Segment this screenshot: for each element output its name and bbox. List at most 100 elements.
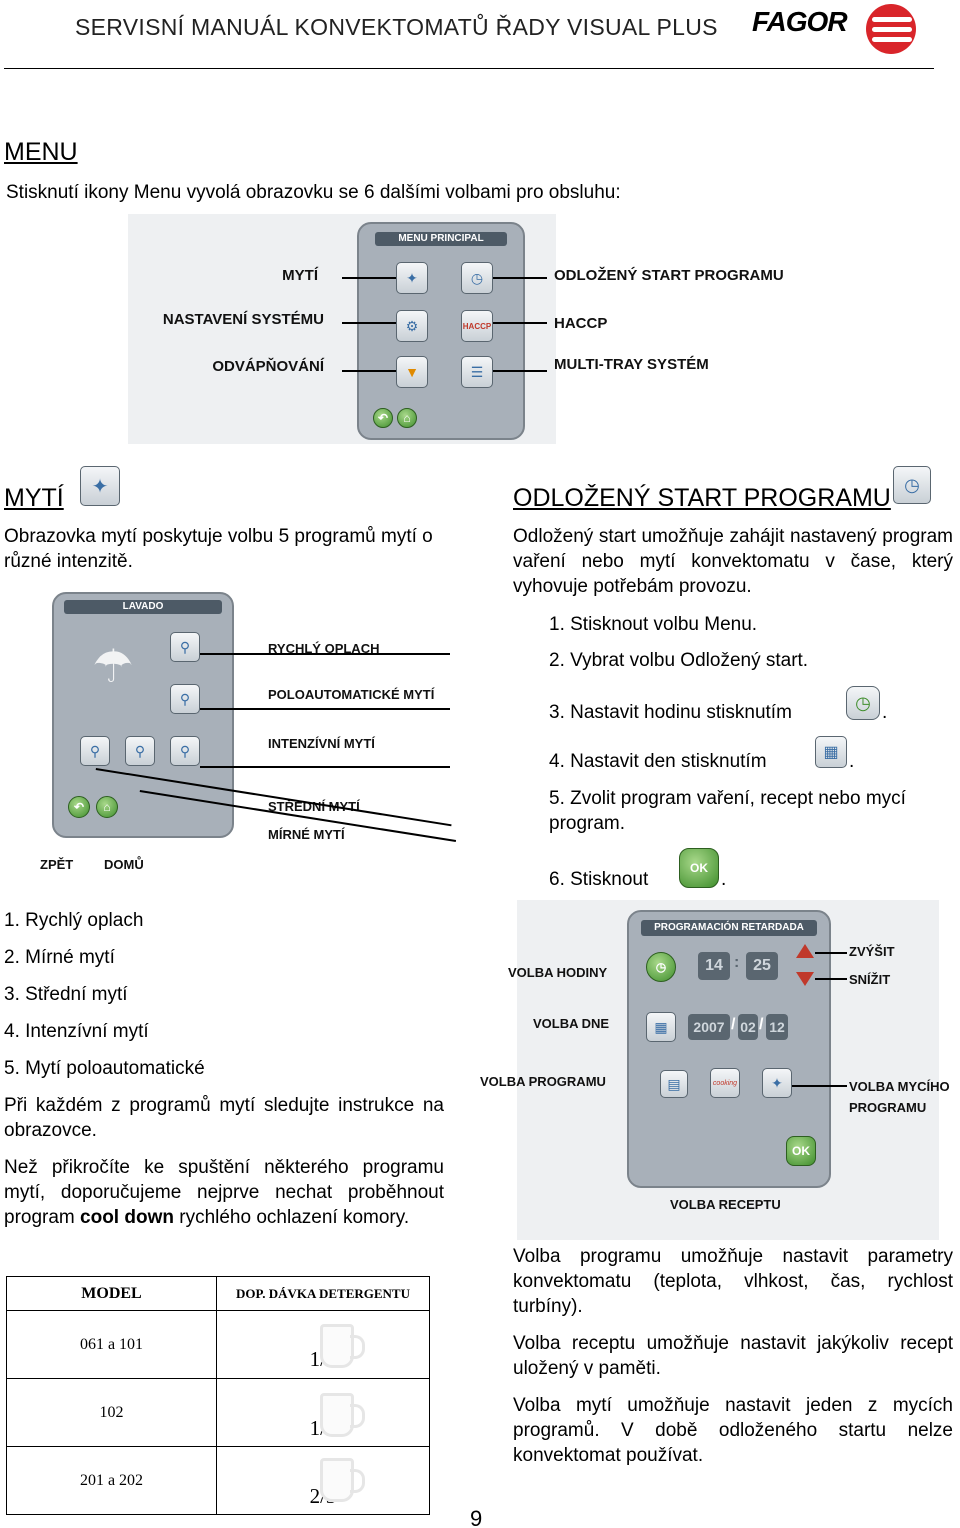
date-separator: / xyxy=(759,1016,764,1033)
system-settings-icon[interactable]: ⚙ xyxy=(396,310,428,342)
cup-icon xyxy=(320,1324,365,1368)
leader-line xyxy=(493,322,547,324)
leader-line xyxy=(200,766,450,768)
calendar-icon: ▦ xyxy=(815,736,847,768)
odlozeny-para-wash: Volba mytí umožňuje nastavit jeden z myc… xyxy=(513,1395,953,1466)
delayed-start-icon: ◷ xyxy=(893,466,931,504)
hour-display: 14 xyxy=(698,952,730,980)
myti-cooldown-note: Než přikročíte ke spuštění některého pro… xyxy=(4,1157,444,1228)
wash-screen-title: LAVADO xyxy=(64,600,222,614)
light-wash-icon[interactable]: ⚲ xyxy=(80,736,110,766)
step-item: 3. Nastavit hodinu stisknutím xyxy=(549,702,792,723)
col-dose: DOP. DÁVKA DETERGENTU xyxy=(216,1276,430,1311)
decrease-arrow-icon[interactable] xyxy=(796,972,814,986)
quick-rinse-icon[interactable]: ⚲ xyxy=(170,632,200,662)
label-haccp: HACCP xyxy=(554,315,608,332)
back-button[interactable]: ↶ xyxy=(373,408,393,428)
month-display: 02 xyxy=(738,1014,758,1040)
ok-button[interactable]: OK xyxy=(786,1136,816,1166)
label-zvysit: ZVÝŠIT xyxy=(849,944,895,959)
cup-icon xyxy=(320,1393,365,1437)
label-multi-tray: MULTI-TRAY SYSTÉM xyxy=(554,356,709,373)
step-item: 2. Vybrat volbu Odložený start. xyxy=(549,650,809,671)
label-domu: DOMŮ xyxy=(104,857,144,872)
wash-icon[interactable]: ✦ xyxy=(396,262,428,294)
label-volba-hodiny: VOLBA HODINY xyxy=(508,965,608,980)
label-rychly-oplach: RYCHLÝ OPLACH xyxy=(268,641,380,656)
step-dot: . xyxy=(849,751,855,772)
myti-heading: MYTÍ xyxy=(4,484,64,512)
header-title: SERVISNÍ MANUÁL KONVEKTOMATŮ ŘADY VISUAL… xyxy=(75,14,718,40)
label-nastaveni-systemu: NASTAVENÍ SYSTÉMU xyxy=(162,311,324,328)
menu-screen: MENU PRINCIPAL xyxy=(357,222,525,440)
shower-illustration-icon: ☂ xyxy=(92,640,134,692)
step-dot: . xyxy=(882,702,888,723)
myti-intro: Obrazovka mytí poskytuje volbu 5 program… xyxy=(4,526,433,572)
step-item: 1. Stisknout volbu Menu. xyxy=(549,614,758,635)
odlozeny-para-recipe: Volba receptu umožňuje nastavit jakýkoli… xyxy=(513,1333,953,1379)
page-number: 9 xyxy=(470,1506,483,1528)
myti-note: Při každém z programů mytí sledujte inst… xyxy=(4,1095,444,1141)
label-odlozeny-start: ODLOŽENÝ START PROGRAMU xyxy=(554,267,784,284)
intensive-wash-icon[interactable]: ⚲ xyxy=(170,736,200,766)
label-poloautomaticke-myti: POLOAUTOMATICKÉ MYTÍ xyxy=(268,687,435,702)
table-row-model: 061 a 101 xyxy=(6,1310,217,1379)
clock-icon: ◷ xyxy=(846,686,880,720)
cup-icon xyxy=(320,1458,365,1502)
leader-line xyxy=(200,708,450,710)
wash-program-select-icon[interactable]: ✦ xyxy=(762,1068,792,1098)
year-display: 2007 xyxy=(688,1014,730,1040)
leader-line xyxy=(342,277,396,279)
step-item: 6. Stisknout xyxy=(549,869,649,890)
table-row-model: 102 xyxy=(6,1378,217,1447)
leader-line xyxy=(815,952,847,954)
medium-wash-icon[interactable]: ⚲ xyxy=(125,736,155,766)
leader-line xyxy=(200,653,450,655)
wash-list-item: 4. Intenzívní mytí xyxy=(4,1021,149,1042)
label-mirne-myti: MÍRNÉ MYTÍ xyxy=(268,827,345,842)
label-snizit: SNÍŽIT xyxy=(849,972,891,987)
leader-line xyxy=(792,1085,847,1087)
multi-tray-icon[interactable]: ☰ xyxy=(461,356,493,388)
wash-icon: ✦ xyxy=(80,466,120,506)
minute-display: 25 xyxy=(746,952,778,980)
label-myti: MYTÍ xyxy=(282,267,318,284)
ok-button: OK xyxy=(679,848,719,888)
semiauto-wash-icon[interactable]: ⚲ xyxy=(170,684,200,714)
fagor-logo: FAGOR xyxy=(752,6,848,37)
increase-arrow-icon[interactable] xyxy=(796,944,814,958)
label-volba-myciho-programu: VOLBA MYCÍHO PROGRAMU xyxy=(849,1079,950,1115)
recipe-select-icon[interactable]: cooking xyxy=(710,1068,740,1098)
label-intenzivni-myti: INTENZÍVNÍ MYTÍ xyxy=(268,736,375,751)
label-stredni-myti: STŘEDNÍ MYTÍ xyxy=(268,799,360,814)
delayed-screen-title: PROGRAMACIÓN RETARDADA xyxy=(641,920,817,936)
wash-list-item: 2. Mírné mytí xyxy=(4,947,115,968)
time-separator: : xyxy=(734,954,740,971)
header-rule xyxy=(4,68,934,69)
leader-line xyxy=(815,978,847,980)
day-select-button[interactable]: ▦ xyxy=(646,1012,676,1042)
table-row-model: 201 a 202 xyxy=(6,1446,217,1515)
fagor-logo-emblem xyxy=(866,4,916,54)
odlozeny-para-program: Volba programu umožňuje nastavit paramet… xyxy=(513,1246,953,1317)
label-volba-receptu: VOLBA RECEPTU xyxy=(670,1197,781,1212)
program-select-icon[interactable]: ▤ xyxy=(660,1070,688,1098)
menu-screen-title: MENU PRINCIPAL xyxy=(375,232,507,246)
col-model: MODEL xyxy=(6,1276,217,1311)
step-item: 4. Nastavit den stisknutím xyxy=(549,751,767,772)
descaling-icon[interactable]: ▼ xyxy=(396,356,428,388)
haccp-icon[interactable]: HACCP xyxy=(461,310,493,342)
home-button[interactable]: ⌂ xyxy=(397,408,417,428)
wash-list-item: 3. Střední mytí xyxy=(4,984,128,1005)
leader-line xyxy=(493,370,547,372)
detergent-table: MODEL DOP. DÁVKA DETERGENTU 061 a 101 1/… xyxy=(6,1276,430,1515)
hour-select-button[interactable]: ◷ xyxy=(646,952,676,982)
back-button[interactable]: ↶ xyxy=(68,796,90,818)
date-separator: / xyxy=(731,1016,736,1033)
menu-heading: MENU xyxy=(4,138,78,166)
label-odvapnovani: ODVÁPŇOVÁNÍ xyxy=(212,358,324,375)
home-button[interactable]: ⌂ xyxy=(96,796,118,818)
odlozeny-intro: Odložený start umožňuje zahájit nastaven… xyxy=(513,526,953,597)
delayed-start-icon[interactable]: ◷ xyxy=(461,262,493,294)
step-item: 5. Zvolit program vaření, recept nebo my… xyxy=(549,788,906,834)
